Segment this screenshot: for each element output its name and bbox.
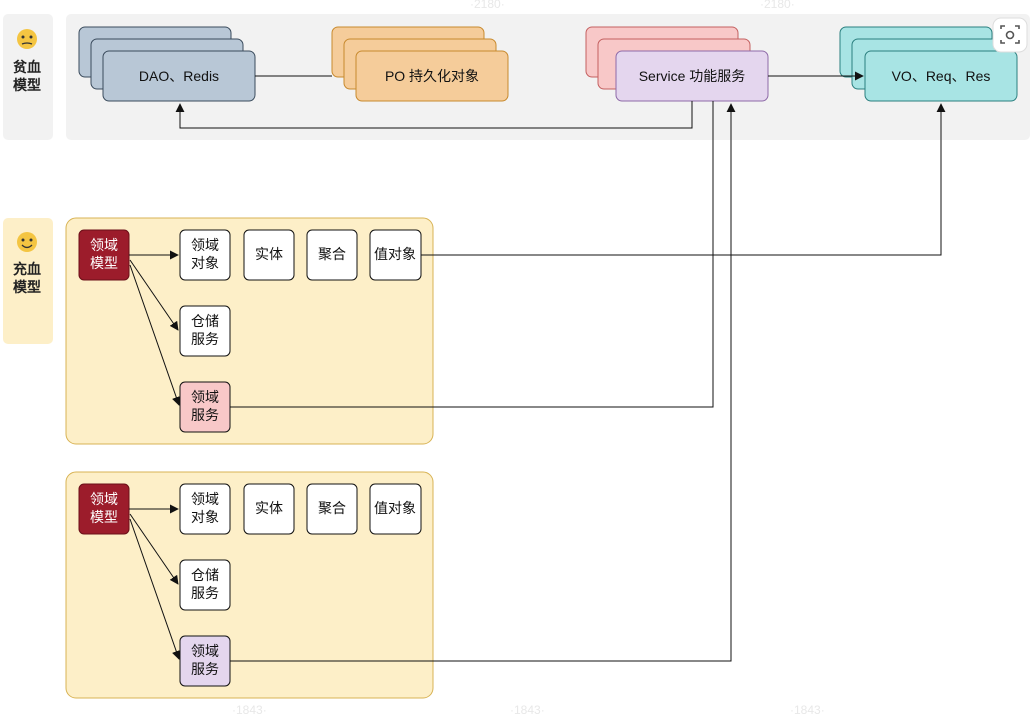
- domain-object-2-line1: 领域: [191, 491, 219, 507]
- repository-1-line2: 服务: [191, 331, 219, 347]
- dao-label: DAO、Redis: [139, 68, 219, 84]
- aggregate-2-label: 聚合: [318, 500, 346, 516]
- po-node[interactable]: PO 持久化对象: [331, 26, 509, 102]
- domain-model-2-line2: 模型: [90, 509, 118, 525]
- value-object-node-2[interactable]: 值对象: [369, 483, 422, 535]
- service-label: Service 功能服务: [639, 68, 746, 84]
- domain-model-node-2[interactable]: 领域 模型: [78, 483, 130, 535]
- anemic-label-line2: 模型: [13, 77, 41, 93]
- rich-label-line2: 模型: [13, 279, 41, 295]
- watermark: ·1843·: [510, 703, 545, 717]
- domain-service-2-to-service-arrow: [230, 103, 736, 662]
- rich-label-line1: 充血: [13, 261, 41, 277]
- domain-service-1-to-service-line: [230, 101, 714, 408]
- domain-service-2-line2: 服务: [191, 661, 219, 677]
- entity-1-label: 实体: [255, 246, 283, 262]
- domain-service-node-1[interactable]: 领域 服务: [179, 381, 231, 433]
- domain-object-node-2[interactable]: 领域 对象: [179, 483, 231, 535]
- domain-service-1-line2: 服务: [191, 407, 219, 423]
- dao-node[interactable]: DAO、Redis: [78, 26, 256, 102]
- domain-object-1-line1: 领域: [191, 237, 219, 253]
- value-object-to-vo-arrow: [421, 103, 946, 256]
- domain-object-1-line2: 对象: [191, 255, 219, 271]
- watermark: ·2180·: [470, 0, 505, 11]
- model-to-domain-service-arrow-2: [129, 518, 181, 660]
- model-to-repository-arrow-1: [129, 259, 179, 331]
- watermark: ·1843·: [790, 703, 825, 717]
- domain-service-1-line1: 领域: [191, 389, 219, 405]
- anemic-row-label: 贫血 模型: [3, 14, 53, 140]
- domain-model-node-1[interactable]: 领域 模型: [78, 229, 130, 281]
- entity-2-label: 实体: [255, 500, 283, 516]
- watermark: ·1843·: [232, 703, 267, 717]
- entity-node-1[interactable]: 实体: [243, 229, 295, 281]
- anemic-label-line1: 贫血: [13, 59, 41, 75]
- po-label: PO 持久化对象: [385, 68, 479, 84]
- service-to-dao-arrow: [175, 101, 693, 129]
- value-object-node-1[interactable]: 值对象: [369, 229, 422, 281]
- model-to-domain-service-arrow-1: [129, 264, 181, 406]
- entity-node-2[interactable]: 实体: [243, 483, 295, 535]
- domain-service-2-line1: 领域: [191, 643, 219, 659]
- domain-object-node-1[interactable]: 领域 对象: [179, 229, 231, 281]
- aggregate-1-label: 聚合: [318, 246, 346, 262]
- repository-2-line1: 仓储: [191, 567, 219, 583]
- rich-row-label: 充血 模型: [3, 218, 53, 344]
- smiley-emoji-icon: [17, 232, 37, 252]
- repository-2-line2: 服务: [191, 585, 219, 601]
- scan-icon[interactable]: [992, 17, 1028, 53]
- thinking-emoji-icon: [17, 29, 37, 49]
- value-object-2-label: 值对象: [374, 500, 416, 516]
- watermark: ·2180·: [760, 0, 795, 11]
- vo-label: VO、Req、Res: [892, 68, 991, 84]
- anemic-layer-container: [66, 14, 1030, 140]
- domain-model-1-line2: 模型: [90, 255, 118, 271]
- vo-node[interactable]: VO、Req、Res: [839, 26, 1018, 102]
- domain-service-node-2[interactable]: 领域 服务: [179, 635, 231, 687]
- repository-1-line1: 仓储: [191, 313, 219, 329]
- domain-object-2-line2: 对象: [191, 509, 219, 525]
- domain-model-1-line1: 领域: [90, 237, 118, 253]
- domain-model-2-line1: 领域: [90, 491, 118, 507]
- value-object-1-label: 值对象: [374, 246, 416, 262]
- repository-node-1[interactable]: 仓储 服务: [179, 305, 231, 357]
- model-to-repository-arrow-2: [129, 513, 179, 585]
- repository-node-2[interactable]: 仓储 服务: [179, 559, 231, 611]
- aggregate-node-1[interactable]: 聚合: [306, 229, 358, 281]
- aggregate-node-2[interactable]: 聚合: [306, 483, 358, 535]
- service-node[interactable]: Service 功能服务: [585, 26, 769, 102]
